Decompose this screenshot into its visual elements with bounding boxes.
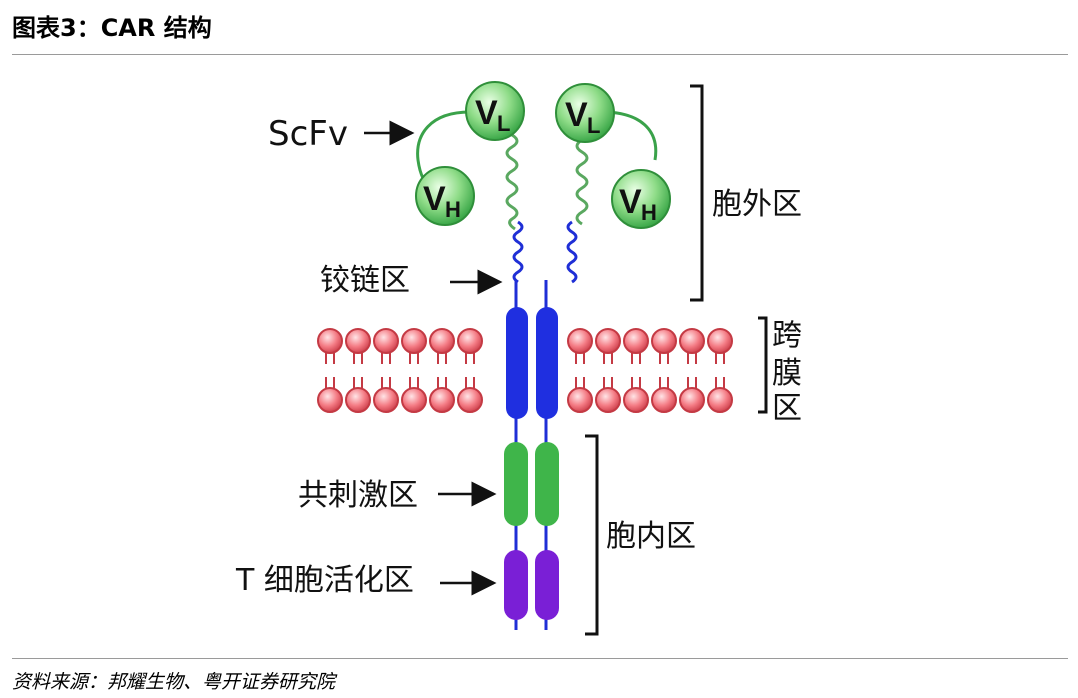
hinge-blue-left xyxy=(512,220,524,284)
svg-text:H: H xyxy=(641,200,657,225)
lipid-bilayer xyxy=(317,328,733,413)
transmembrane-label-2: 膜 xyxy=(772,356,802,391)
svg-text:L: L xyxy=(587,113,600,138)
lipid-head xyxy=(707,328,733,354)
lipid-head xyxy=(623,387,649,413)
hinge-label: 铰链区 xyxy=(320,263,410,298)
activation-left xyxy=(504,550,528,620)
svg-text:V: V xyxy=(565,96,588,134)
transmembrane-right xyxy=(536,307,558,419)
lipid-head xyxy=(429,387,455,413)
tcell-label: T 细胞活化区 xyxy=(235,563,414,598)
lipid-head xyxy=(345,387,371,413)
lipid-head xyxy=(317,387,343,413)
costim-label: 共刺激区 xyxy=(298,478,418,513)
lipid-head xyxy=(373,387,399,413)
lipid-head xyxy=(373,328,399,354)
transmembrane-left xyxy=(506,307,528,419)
lipid-head xyxy=(317,328,343,354)
vl-domain-left: V L xyxy=(465,81,525,141)
costim-left xyxy=(504,442,528,526)
lipid-head xyxy=(567,387,593,413)
svg-text:V: V xyxy=(619,183,642,221)
lipid-head xyxy=(651,387,677,413)
lipid-head xyxy=(707,387,733,413)
lipid-head xyxy=(623,328,649,354)
source-note: 资料来源：邦耀生物、粤开证券研究院 xyxy=(12,671,336,693)
lipid-head xyxy=(345,328,371,354)
scfv-label: ScFv xyxy=(268,114,348,154)
transmembrane-bracket xyxy=(758,316,768,414)
hinge-green-left xyxy=(505,133,519,231)
lipid-head xyxy=(595,328,621,354)
lipid-head xyxy=(651,328,677,354)
lipid-head xyxy=(567,328,593,354)
svg-text:H: H xyxy=(445,197,461,222)
bottom-divider xyxy=(12,658,1068,659)
lipid-head xyxy=(429,328,455,354)
lipid-head xyxy=(457,387,483,413)
lipid-head xyxy=(679,387,705,413)
lipid-head xyxy=(595,387,621,413)
svg-text:L: L xyxy=(497,111,510,136)
top-divider xyxy=(12,54,1068,55)
hinge-green-right xyxy=(575,138,589,226)
vh-domain-left: V H xyxy=(415,166,475,226)
activation-right xyxy=(535,550,559,620)
svg-text:V: V xyxy=(475,94,498,132)
extracellular-label: 胞外区 xyxy=(712,187,802,222)
lipid-head xyxy=(401,328,427,354)
vh-domain-right: V H xyxy=(611,169,671,229)
figure-title: 图表3：CAR 结构 xyxy=(12,14,212,42)
intracellular-label: 胞内区 xyxy=(606,519,696,554)
svg-text:V: V xyxy=(423,180,446,218)
lipid-head xyxy=(401,387,427,413)
lipid-head xyxy=(679,328,705,354)
intracellular-bracket xyxy=(585,434,599,636)
costim-right xyxy=(535,442,559,526)
hinge-blue-right xyxy=(566,220,578,284)
transmembrane-label-3: 区 xyxy=(772,391,802,426)
vl-domain-right: V L xyxy=(555,83,615,143)
extracellular-bracket xyxy=(690,84,704,302)
transmembrane-label-1: 跨 xyxy=(772,318,802,353)
lipid-head xyxy=(457,328,483,354)
